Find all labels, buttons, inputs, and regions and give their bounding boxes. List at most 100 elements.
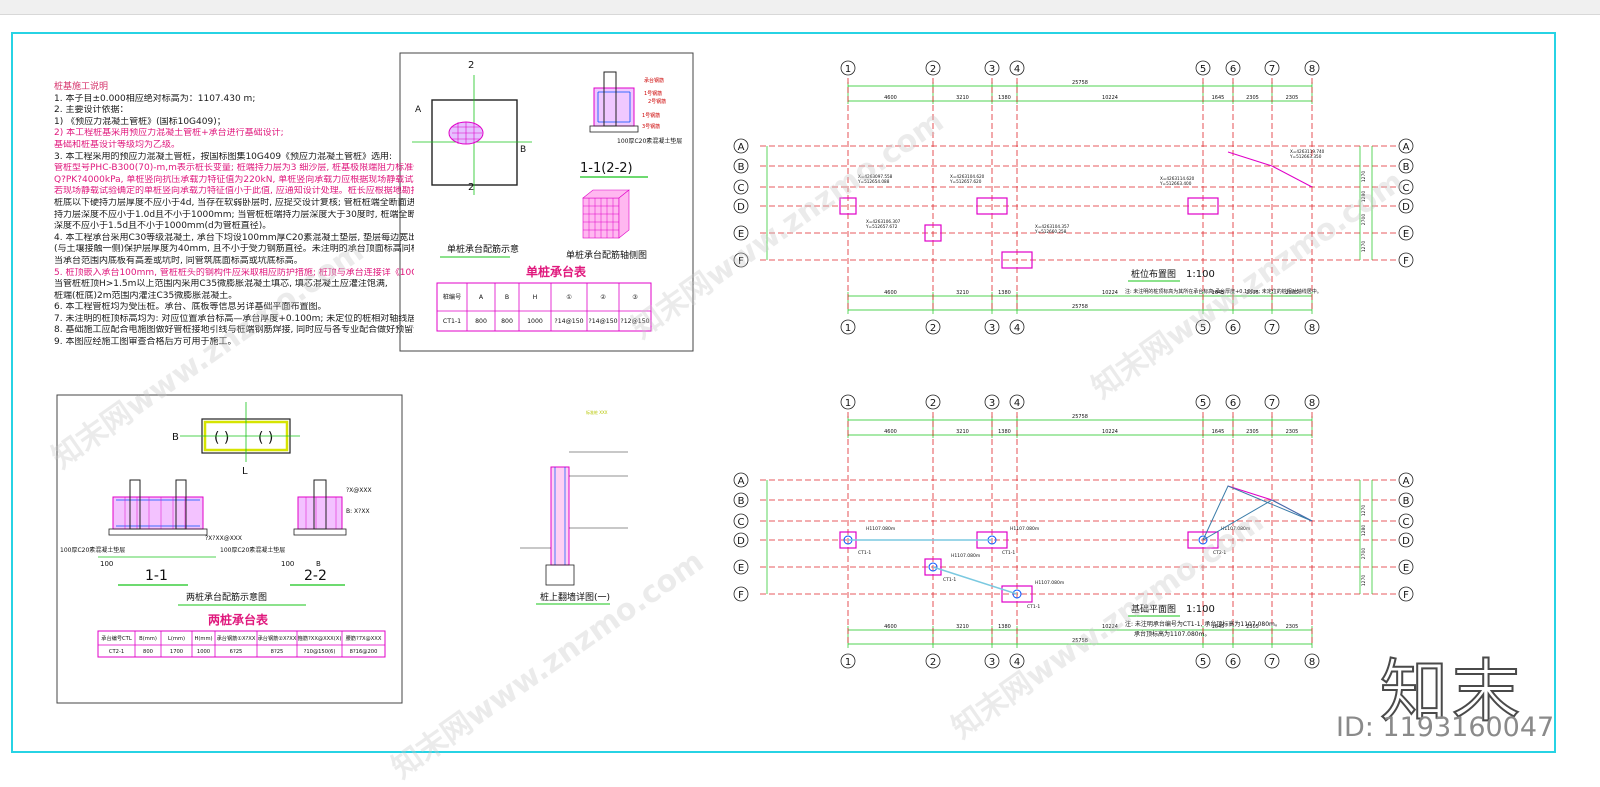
axis-bubble [733,532,749,548]
pile-cap [924,558,942,576]
axis-label: 6 [1230,64,1236,75]
axis-bubble [1398,138,1414,154]
pile-coord: X=4263114.620 [1160,176,1195,181]
axis-bubble [840,319,856,335]
note-line: 2. 主要设计依据： [54,105,129,116]
axis-label: 4 [1014,398,1020,409]
table-header: ③ [632,294,638,301]
table-cell: 8?16@200 [350,649,378,655]
dim-text: 3210 [956,290,969,296]
table-header: B [505,294,509,301]
dim-text: 3210 [956,624,969,630]
dim-text: 4600 [884,95,897,101]
axis-label: C [1403,517,1410,528]
axis-label: 5 [1200,398,1206,409]
dim-text: 4600 [884,290,897,296]
axis-bubble [1009,319,1025,335]
side-dim-text: 2700 [1361,214,1367,226]
table-cell: CT1-1 [443,318,461,325]
cap-label: CT1-1 [858,550,871,556]
axis-label: B [1403,162,1410,173]
axis-bubble [1009,394,1025,410]
pile-coord: X=4263106.307 [866,219,901,224]
dim-text: 1380 [998,429,1011,435]
table-cell: 800 [501,318,513,325]
note-line: 5. 桩顶嵌入承台100mm, 管桩桩头的钢构件应采取相应防护措施; 桩顶与承台… [54,267,414,278]
axis-bubble [1225,319,1241,335]
axis-bubble [733,225,749,241]
axis-label: C [738,517,745,528]
notes-title: 桩基施工说明 [54,82,109,92]
axis-label: A [1403,476,1410,487]
axis-bubble [925,394,941,410]
dim-text: 2305 [1246,290,1259,296]
axis-bubble [840,394,856,410]
plan-label-b: B [520,145,526,155]
axis-bubble [1304,60,1320,76]
axis-label: 1 [845,323,851,334]
diagonal-wing [1227,151,1313,188]
pile-cap [839,197,857,215]
single-layout-title: 单桩承台配筋示意 [447,243,519,255]
axis-label: 7 [1269,657,1275,668]
axis-bubble [1195,653,1211,669]
single-pile-detail: 2 2 A B 单桩承台配筋示意 承台钢筋 1号钢筋 2号钢筋 1号钢筋 3号钢… [399,52,694,352]
axis-bubble [1398,198,1414,214]
section-title: 1-1(2-2) [580,161,633,176]
dim-text: 2305 [1286,429,1299,435]
bars-label-3: ?X?XX@XXX [205,535,242,542]
side-dim-text: 1280 [1361,191,1367,203]
axis-label: 3 [989,657,995,668]
pile-mark-1: ( ) [214,430,229,446]
dim-text: 2305 [1286,290,1299,296]
wall-label: 标准桩 XXX [586,409,608,415]
axon-title: 单桩承台配筋轴侧图 [566,249,647,261]
table-cell: 1000 [527,318,543,325]
axis-label: 4 [1014,323,1020,334]
axis-bubble [1195,60,1211,76]
axis-bubble [1264,394,1280,410]
note-line: 9. 本图应经施工图审查合格后方可用于施工。 [54,337,237,348]
axis-label: 3 [989,323,995,334]
axis-bubble [1195,394,1211,410]
dim-text: 1645 [1212,429,1225,435]
dim-text: 2305 [1246,95,1259,101]
note-line: 8. 基础施工应配合电施图做好管桩接地引线与桩端钢筋焊接, 同时应与各专业配合做… [54,325,414,336]
dim-100a: 100 [100,560,113,568]
axis-label: 5 [1200,657,1206,668]
axis-bubble [733,586,749,602]
note-line: 7. 未注明的桩顶标高均为: 对应位置承台标高—承台厚度+0.100m; 未定位… [54,313,414,324]
pile-coord: Y=512657.672 [865,224,898,229]
side-dim-text: 1270 [1361,575,1367,587]
table-cell: ?12@150 [620,317,649,325]
axis-bubble [1304,394,1320,410]
axis-bubble [984,653,1000,669]
note-line: 桩端(桩底)2m范围内灌注C35微膨胀混凝土。 [54,290,238,301]
axis-label: 6 [1230,323,1236,334]
table-cell: ?10@150(6) [304,649,336,655]
table-cell: 800 [475,318,487,325]
axis-label: 8 [1309,657,1315,668]
foundation-beam [932,566,1018,595]
table-header: 承台钢筋②X?XX [258,634,297,642]
axis-bubble [1398,513,1414,529]
side-dim-text: 1270 [1361,241,1367,253]
note-line: 4. 本工程承台采用C30等级混凝土, 承台下均设100mm厚C20素混凝土垫层… [54,232,414,243]
axis-bubble [1264,60,1280,76]
pile-cap [1187,531,1219,549]
plan-top-title: 桩位布置图 [1131,268,1176,280]
axis-label: 6 [1230,398,1236,409]
table-cell: 8?25 [271,649,284,655]
sec-mark-bottom: 2 [468,182,474,193]
table-header: 腰筋?7X@XXX [346,634,382,642]
axis-bubble [733,158,749,174]
dim-text: 1380 [998,95,1011,101]
pile-coord: X=4263097.558 [858,174,893,179]
table-header: B(mm) [139,636,157,642]
axis-label: E [1403,563,1409,574]
dim-100b: 100 [281,560,294,568]
two-pile-detail: ( ) ( ) B L 100厚C20素混凝土垫层 100 1-1 ?X@XXX… [56,394,403,704]
axis-bubble [733,513,749,529]
note-line: Q?PK?4000kPa, 单桩竖向抗压承载力特征值为220kN, 单桩竖向承载… [54,174,414,185]
bars-label-1: ?X@XXX [346,487,372,494]
